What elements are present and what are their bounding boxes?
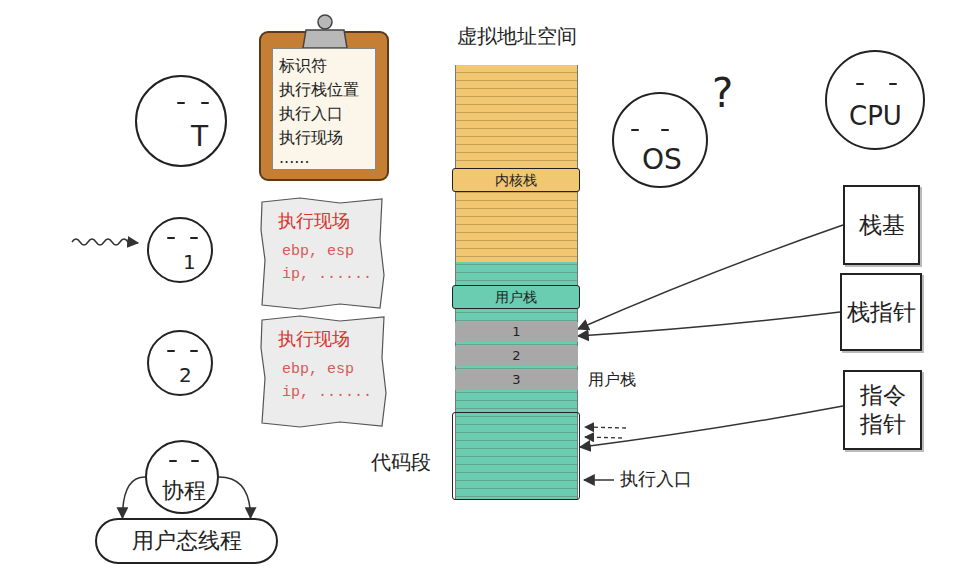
node-text: ebp, esp [282, 243, 354, 260]
node-text: 协程 [162, 478, 206, 503]
kernel-stack-box: 内核栈 [452, 168, 580, 192]
stack-band: 1 [455, 322, 578, 342]
node-text: 代码段 [371, 451, 431, 474]
clipboard-clip [318, 15, 332, 29]
node-text: 内核栈 [495, 172, 537, 188]
register-box: 栈基 [843, 185, 920, 265]
face-circle: 1 [147, 217, 213, 283]
code-segment-box: 代码段 [452, 412, 580, 500]
pointer-arrow [578, 312, 840, 336]
thread-box: 用户态线程 [95, 518, 278, 564]
node-text: 用户栈 [495, 289, 537, 305]
node-text: 栈基 [859, 212, 905, 238]
node-text: 执行栈位置 [279, 81, 359, 99]
node-text: 虚拟地址空间 [443, 25, 590, 48]
pointer-arrow [578, 225, 843, 329]
node-text: ...... [279, 149, 310, 167]
pointer-arrow [580, 406, 843, 447]
leader-arrow [584, 479, 614, 481]
face-circle: 协程 [145, 440, 219, 514]
node-text: 2 [179, 364, 192, 387]
pointer-arrow [585, 437, 622, 438]
context-note: 执行现场 ebp, esp ip, ...... [270, 205, 380, 300]
node-text: ip, ...... [282, 384, 372, 401]
node-text: 执行现场 [279, 129, 343, 147]
node-text: 栈指针 [847, 299, 916, 325]
face-circle: T [135, 75, 227, 167]
node-text: ip, ...... [282, 266, 372, 283]
node-text: OS [642, 144, 682, 176]
clipboard-clip [303, 30, 347, 48]
entry-label: 执行入口 [620, 469, 692, 490]
node-text: 1 [183, 251, 196, 274]
stack-band: 2 [455, 346, 578, 366]
region-label: 用户栈 [588, 371, 636, 389]
node-text: 1 [512, 325, 520, 340]
node-text: 3 [512, 373, 520, 388]
pointer-arrow [219, 477, 251, 518]
user-stack-box: 用户栈 [452, 285, 580, 309]
node-text: T [191, 121, 208, 153]
pointer-arrow [585, 427, 626, 428]
pointer-arrow [122, 477, 145, 518]
node-text: 2 [512, 349, 520, 364]
address-space-column: 虚拟地址空间内核栈用户栈123代码段 [455, 65, 578, 500]
wavy-arrow [72, 239, 138, 245]
register-box: 指令指针 [843, 370, 922, 450]
node-text: ebp, esp [282, 361, 354, 378]
context-note: 执行现场 ebp, esp ip, ...... [270, 323, 382, 418]
face-circle: OS [612, 92, 708, 188]
node-text: 用户态线程 [132, 528, 242, 553]
node-text: 执行入口 [279, 105, 343, 123]
question-mark: ? [712, 70, 733, 116]
register-box: 栈指针 [840, 273, 922, 351]
clipboard-paper: 标识符执行栈位置执行入口执行现场...... [272, 48, 376, 170]
node-text: 指令指针 [860, 381, 906, 439]
node-text: 标识符 [279, 57, 327, 75]
node-text: CPU [849, 102, 902, 132]
clipboard-board [260, 32, 388, 180]
torn-note [261, 316, 386, 427]
node-text: 执行现场 [278, 211, 350, 232]
stack-band: 3 [455, 370, 578, 390]
face-circle: CPU [825, 50, 925, 150]
face-circle: 2 [147, 330, 213, 396]
node-text: 执行现场 [278, 329, 350, 350]
torn-note [261, 198, 384, 309]
